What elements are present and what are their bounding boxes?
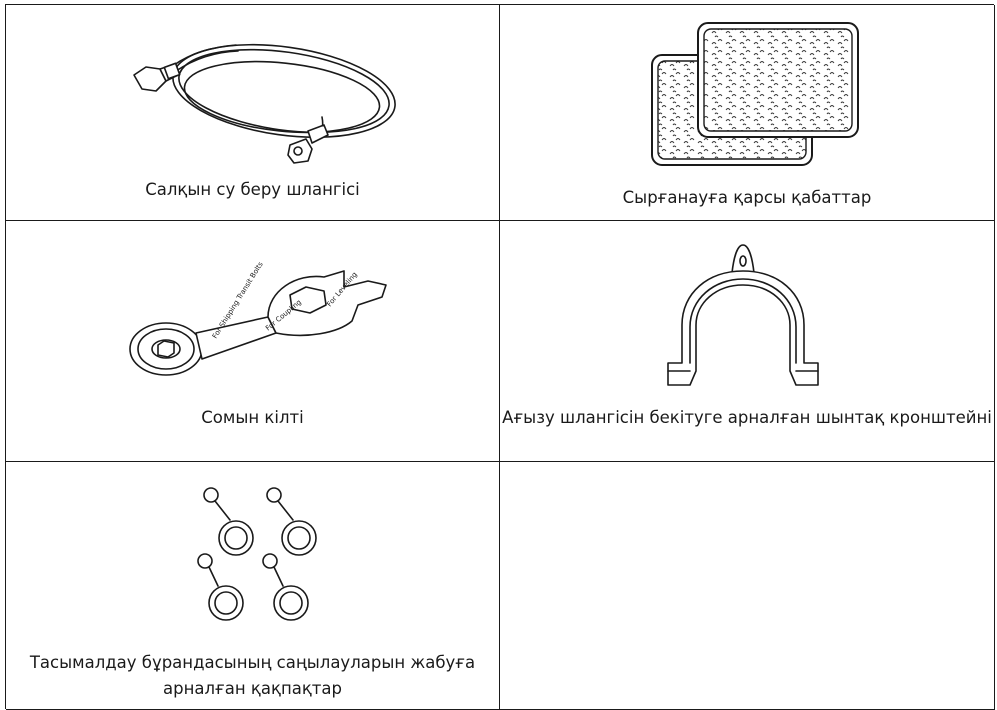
accessory-cell-caps: Тасымалдау бұрандасының саңылауларын жаб… bbox=[6, 462, 500, 710]
accessories-table: Салқын су беру шлангісі Сырғанауға қарсы… bbox=[5, 4, 994, 709]
item-label: Ағызу шлангісін бекітуге арналған шынтақ… bbox=[500, 405, 994, 431]
accessory-cell-anti-slip-pads: Сырғанауға қарсы қабаттар bbox=[500, 5, 995, 221]
accessory-cell-wrench: For Shipping Transit Bolts For Coupling … bbox=[6, 221, 500, 462]
item-label: Сырғанауға қарсы қабаттар bbox=[500, 185, 994, 211]
item-label: Тасымалдау бұрандасының саңылауларын жаб… bbox=[6, 650, 499, 702]
item-label: Сомын кілті bbox=[6, 405, 499, 431]
item-label: Салқын су беру шлангісі bbox=[6, 177, 499, 203]
accessory-cell-elbow-bracket: Ағызу шлангісін бекітуге арналған шынтақ… bbox=[500, 221, 995, 462]
accessory-cell-empty bbox=[500, 462, 995, 710]
accessory-cell-hose: Салқын су беру шлангісі bbox=[6, 5, 500, 221]
